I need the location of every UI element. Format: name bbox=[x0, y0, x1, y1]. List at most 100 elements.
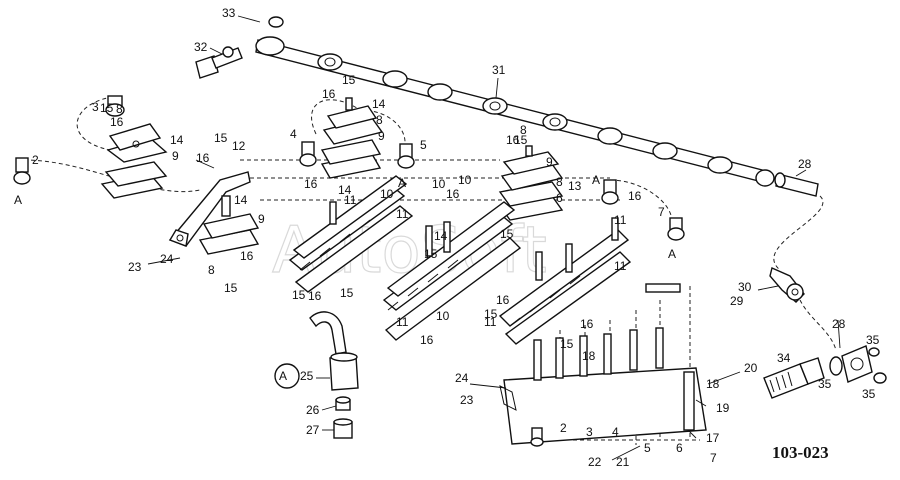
part-label: 18 bbox=[582, 349, 596, 363]
part-label: 6 bbox=[676, 441, 683, 455]
part-label: 5 bbox=[644, 441, 651, 455]
part-label: 16 bbox=[446, 187, 460, 201]
part-label: 16 bbox=[322, 87, 336, 101]
part-label: 10 bbox=[380, 187, 394, 201]
part-label: 33 bbox=[222, 6, 236, 20]
bracket-left bbox=[168, 171, 251, 247]
base-plate bbox=[499, 327, 707, 447]
union-fitting bbox=[774, 172, 819, 197]
part-label: A bbox=[398, 176, 406, 190]
part-label: 7 bbox=[710, 451, 717, 465]
part-label: 15 bbox=[500, 227, 514, 241]
part-label: 8 bbox=[376, 113, 383, 127]
part-label: 9 bbox=[378, 129, 385, 143]
part-label: A bbox=[592, 173, 600, 187]
part-label: 4 bbox=[612, 425, 619, 439]
valve-stack-3 bbox=[320, 97, 384, 179]
part-label: 28 bbox=[832, 317, 846, 331]
part-label: 35 bbox=[818, 377, 832, 391]
part-label: 24 bbox=[160, 252, 174, 266]
part-label: 14 bbox=[434, 229, 448, 243]
valve-stack-4 bbox=[498, 145, 564, 221]
part-label: 3 bbox=[586, 425, 593, 439]
part-label: 23 bbox=[460, 393, 474, 407]
part-label: 2 bbox=[32, 153, 39, 167]
part-label: 16 bbox=[628, 189, 642, 203]
part-label: 15 bbox=[292, 288, 306, 302]
part-label: 8 bbox=[520, 123, 527, 137]
part-label: 10 bbox=[432, 177, 446, 191]
part-label: 15 bbox=[214, 131, 228, 145]
part-label: A bbox=[279, 369, 287, 383]
part-label: 17 bbox=[706, 431, 720, 445]
part-label: 29 bbox=[730, 294, 744, 308]
part-label: 24 bbox=[455, 371, 469, 385]
part-label: 15 bbox=[484, 307, 498, 321]
fuel-rail bbox=[255, 36, 775, 187]
part-label: 14 bbox=[338, 183, 352, 197]
part-label: 15 bbox=[224, 281, 238, 295]
part-label: 19 bbox=[716, 401, 730, 415]
valve-stack-2 bbox=[198, 195, 260, 255]
part-label: 20 bbox=[744, 361, 758, 375]
part-label: 12 bbox=[232, 139, 246, 153]
part-label: 16 bbox=[308, 289, 322, 303]
part-label: A bbox=[668, 247, 676, 261]
part-label: 31 bbox=[492, 63, 506, 77]
part-label: 15 bbox=[514, 133, 528, 147]
part-label: 14 bbox=[372, 97, 386, 111]
part-label: 7 bbox=[658, 205, 665, 219]
part-label: 34 bbox=[777, 351, 791, 365]
valve-pins bbox=[329, 201, 681, 293]
part-label: 16 bbox=[420, 333, 434, 347]
part-label: 15 bbox=[340, 286, 354, 300]
part-label: 23 bbox=[128, 260, 142, 274]
hose-fitting bbox=[274, 311, 359, 439]
part-label: 16 bbox=[110, 115, 124, 129]
part-label: 16 bbox=[496, 293, 510, 307]
part-label: 11 bbox=[484, 315, 497, 329]
cap-nuts bbox=[13, 95, 685, 241]
part-label: 21 bbox=[616, 455, 630, 469]
diagram-code: 103-023 bbox=[772, 443, 829, 462]
part-label: 9 bbox=[546, 155, 553, 169]
valve-stack-1 bbox=[100, 123, 168, 199]
part-label: 16 bbox=[580, 317, 594, 331]
part-label: 15 bbox=[100, 101, 114, 115]
part-label: 15 bbox=[560, 337, 574, 351]
part-label: 15 bbox=[424, 247, 438, 261]
part-label: 10 bbox=[458, 173, 472, 187]
part-label: 27 bbox=[306, 423, 320, 437]
part-label: 8 bbox=[556, 175, 563, 189]
part-label: 16 bbox=[304, 177, 318, 191]
part-label: 11 bbox=[344, 193, 357, 207]
part-label: 11 bbox=[396, 207, 409, 221]
part-label: 32 bbox=[194, 40, 208, 54]
part-label: 16 bbox=[240, 249, 254, 263]
part-label: 8 bbox=[116, 102, 123, 116]
banjo-bolt bbox=[195, 16, 284, 79]
part-label: 14 bbox=[170, 133, 184, 147]
part-label: 25 bbox=[300, 369, 314, 383]
leader-lines bbox=[147, 15, 841, 461]
part-label: 15 bbox=[342, 73, 356, 87]
part-label: 2 bbox=[560, 421, 567, 435]
part-label: 8 bbox=[208, 263, 215, 277]
part-label: 3 bbox=[92, 100, 99, 114]
part-label: 4 bbox=[290, 127, 297, 141]
part-label: 11 bbox=[614, 259, 627, 273]
part-label: 14 bbox=[234, 193, 248, 207]
part-label: 35 bbox=[866, 333, 880, 347]
part-label: 13 bbox=[568, 179, 582, 193]
part-label: 28 bbox=[798, 157, 812, 171]
part-label: 16 bbox=[196, 151, 210, 165]
part-label: 9 bbox=[258, 212, 265, 226]
part-label: 26 bbox=[306, 403, 320, 417]
part-label: 18 bbox=[706, 377, 720, 391]
part-label: 9 bbox=[172, 149, 179, 163]
part-label: 35 bbox=[862, 387, 876, 401]
part-label: 16 bbox=[506, 133, 520, 147]
pipe-clip bbox=[769, 267, 805, 303]
